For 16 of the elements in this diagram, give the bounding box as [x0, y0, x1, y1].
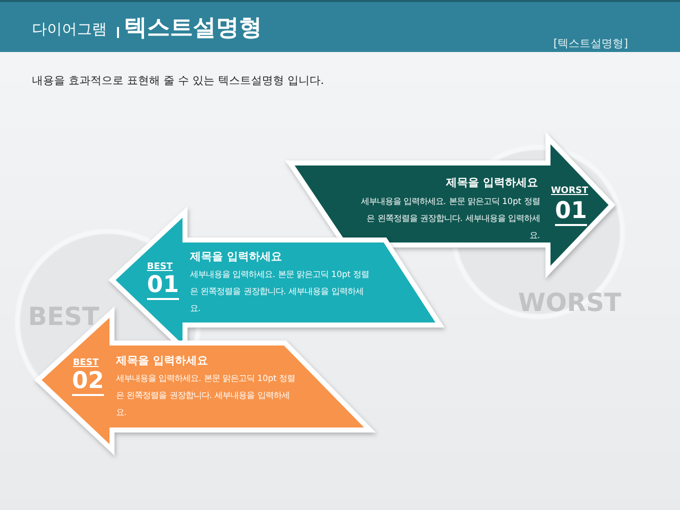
rank-label: BEST: [147, 262, 173, 274]
description-text: 내용을 효과적으로 표현해 줄 수 있는 텍스트설명형 입니다.: [32, 73, 324, 88]
arrow-body-text: 세부내용을 입력하세요. 본문 맑은고딕 10pt 정렬은 왼쪽정렬을 권장합니다. 세부내용을 입력하세요.: [116, 372, 296, 419]
rank-label: BEST: [73, 358, 99, 370]
arrow-heading: 제목을 입력하세요: [116, 354, 208, 368]
rank-number: 01: [555, 198, 588, 226]
arrow-body-text: 세부내용을 입력하세요. 본문 맑은고딕 10pt 정렬은 왼쪽정렬을 권장합니다. 세부내용을 입력하세요.: [360, 195, 540, 242]
header-label: 다이어그램: [32, 20, 107, 39]
rank-number: 02: [72, 368, 104, 396]
title: 텍스트설명형: [124, 14, 262, 43]
subtitle: [텍스트설명형]: [553, 36, 628, 51]
rank-label: WORST: [551, 186, 588, 198]
arrow-heading: 제목을 입력하세요: [190, 250, 282, 264]
rank-number: 01: [147, 272, 180, 300]
arrow-body-text: 세부내용을 입력하세요. 본문 맑은고딕 10pt 정렬은 왼쪽정렬을 권장합니다. 세부내용을 입력하세요.: [190, 268, 370, 315]
arrow-heading: 제목을 입력하세요: [445, 176, 538, 190]
